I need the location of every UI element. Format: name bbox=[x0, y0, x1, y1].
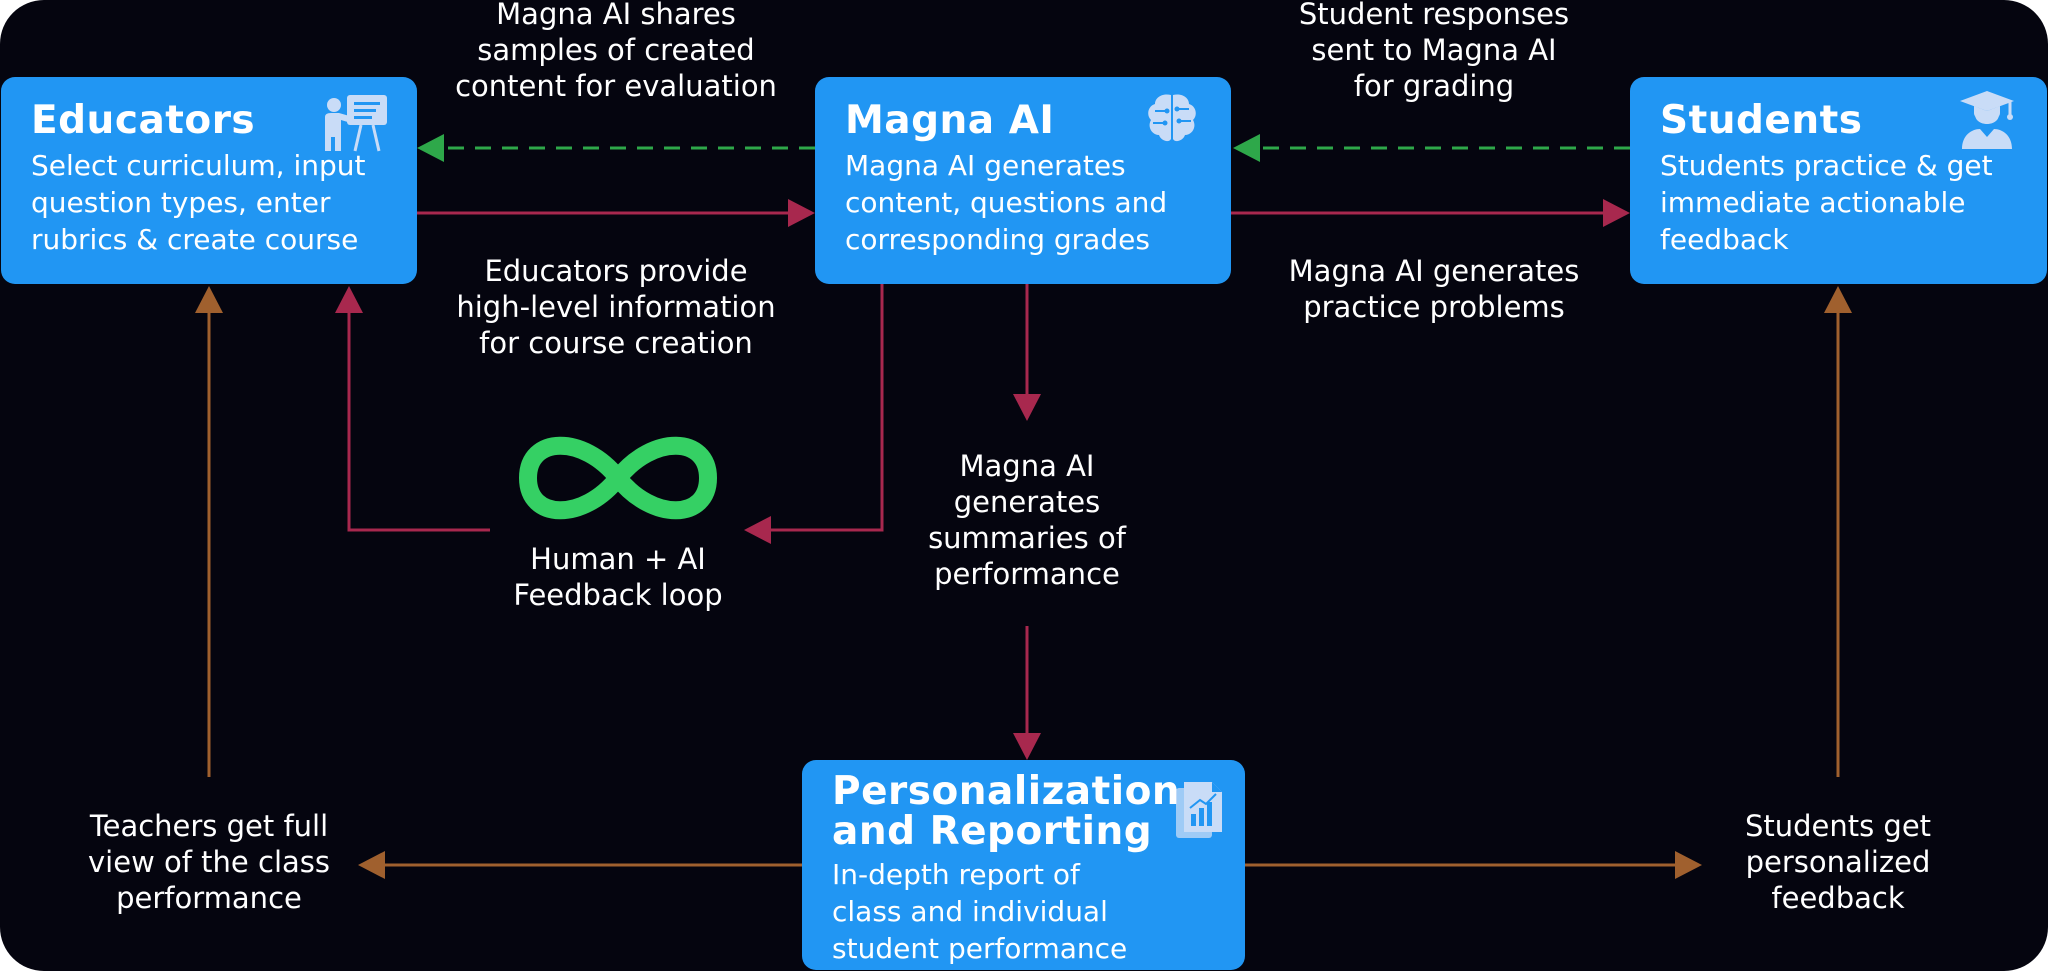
arrowhead-reporting bbox=[1013, 733, 1041, 760]
label-teachers-view: Teachers get full view of the class perf… bbox=[88, 809, 330, 915]
label-summaries: Magna AI generates summaries of performa… bbox=[928, 449, 1126, 591]
students-title: Students bbox=[1660, 98, 1863, 143]
magna-ai-title: Magna AI bbox=[845, 98, 1055, 143]
educators-box: Educators Select curriculum, input quest… bbox=[1, 77, 417, 284]
magna-ai-description: Magna AI generates content, questions an… bbox=[845, 149, 1168, 256]
report-chart-icon bbox=[1176, 782, 1222, 838]
label-educators-provide: Educators provide high-level information… bbox=[456, 254, 776, 360]
arrowhead-educators-red bbox=[335, 286, 363, 313]
infinity-icon bbox=[519, 436, 717, 520]
arrowhead-students-feedback bbox=[1675, 851, 1702, 879]
arrow-loop-to-educators bbox=[347, 312, 490, 532]
arrowhead-educators-green bbox=[417, 134, 444, 162]
label-magna-shares: Magna AI shares samples of created conte… bbox=[455, 0, 777, 103]
arrowhead-magna-green bbox=[1233, 134, 1260, 162]
teacher-board-icon bbox=[325, 95, 387, 152]
reporting-title: Personalization and Reporting bbox=[832, 769, 1181, 854]
reporting-description: In-depth report of class and individual … bbox=[832, 858, 1128, 965]
arrowhead-educators-brown bbox=[195, 286, 223, 313]
label-practice-problems: Magna AI generates practice problems bbox=[1288, 254, 1580, 324]
arrow-magna-to-loop bbox=[770, 284, 884, 532]
educators-title: Educators bbox=[31, 98, 256, 143]
arrowhead-students-red bbox=[1603, 199, 1630, 227]
arrowhead-magna-red bbox=[788, 199, 815, 227]
arrowhead-summaries bbox=[1013, 394, 1041, 421]
magna-ai-box: Magna AI Magna AI generates content, que… bbox=[815, 77, 1231, 284]
arrowhead-teachers bbox=[358, 851, 385, 879]
educators-description: Select curriculum, input question types,… bbox=[31, 149, 366, 256]
reporting-box: Personalization and Reporting In-depth r… bbox=[802, 760, 1245, 970]
label-students-feedback: Students get personalized feedback bbox=[1744, 809, 1932, 915]
label-feedback-loop: Human + AI Feedback loop bbox=[513, 542, 723, 612]
arrowhead-students-brown bbox=[1824, 286, 1852, 313]
students-box: Students Students practice & get immedia… bbox=[1630, 77, 2047, 284]
students-description: Students practice & get immediate action… bbox=[1660, 149, 1993, 256]
graduate-student-icon bbox=[1960, 91, 2014, 149]
ai-brain-icon bbox=[1148, 94, 1196, 142]
arrowhead-loop bbox=[744, 516, 771, 544]
label-student-responses: Student responses sent to Magna AI for g… bbox=[1298, 0, 1570, 103]
